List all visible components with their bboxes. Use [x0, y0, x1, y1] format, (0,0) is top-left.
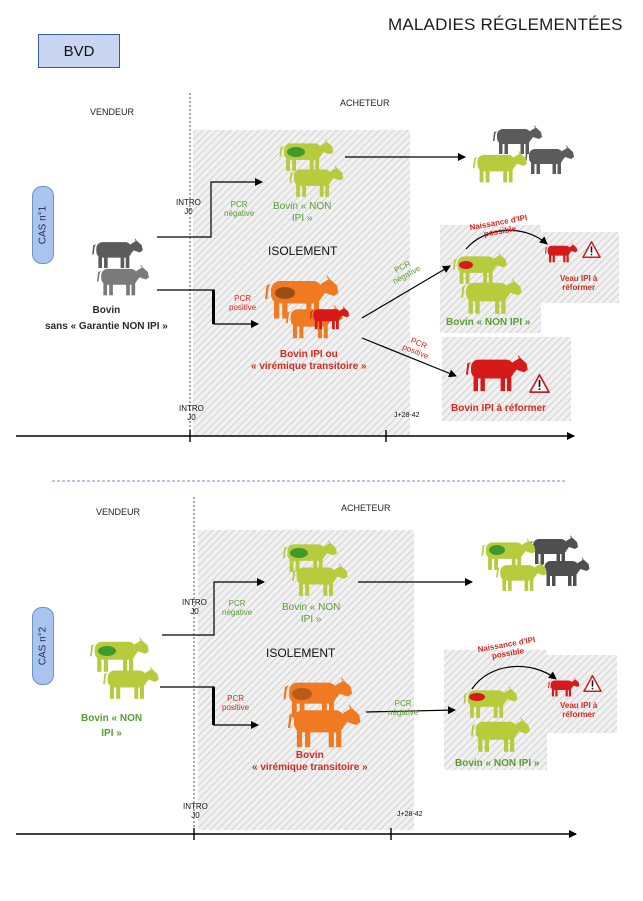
spot-green-top-2: [290, 548, 308, 558]
pcr-positive-label-1: PCR positive: [229, 294, 256, 312]
seller-caption-line2: sans « Garantie NON IPI »: [45, 320, 168, 332]
arrow-diag-neg-1: [361, 265, 451, 319]
non-ipi-caption-top-2: Bovin « NON IPI »: [282, 602, 340, 625]
pcr-negative-right-label-2: PCR négative: [388, 699, 418, 717]
intro-label-line2: J0: [190, 607, 199, 617]
intro-bottom-line1: INTRO: [183, 802, 208, 811]
case-pill-2: CAS n°2: [32, 607, 54, 685]
intro-label-bottom-2: INTRO J0: [183, 802, 208, 820]
pcr-negative-right-line1: PCR: [394, 699, 412, 708]
intro-bottom-line2: J0: [187, 413, 196, 423]
pcr-negative-line1: PCR: [228, 599, 246, 608]
pcr-negative-label-2: PCR négative: [222, 599, 252, 617]
calf-reform-line2: réformer: [562, 710, 596, 720]
non-ipi-caption-line2: IPI »: [291, 212, 313, 224]
non-ipi-caption-line1: Bovin « NON: [282, 602, 341, 613]
pcr-positive-line1: PCR: [227, 694, 244, 703]
intro-label-top-1: INTRO J0: [176, 198, 201, 216]
non-ipi-caption-line1: Bovin « NON: [273, 201, 332, 212]
ipi-reform-caption-1: Bovin IPI à réformer: [451, 403, 547, 414]
seller-caption-line1: Bovin: [92, 305, 121, 316]
arrow-curve-birth-1: [465, 229, 548, 250]
intro-label-line1: INTRO: [176, 198, 201, 207]
viremic-caption-2: Bovin « virémique transitoire »: [252, 750, 368, 773]
arrow-pcr-neg-1: [157, 178, 263, 238]
intro-bottom-line2: J0: [191, 811, 200, 821]
seller-header-1: VENDEUR: [90, 107, 135, 117]
seller-caption-line2: IPI »: [101, 727, 122, 739]
spot-orange-1: [275, 287, 295, 299]
spot-green-seller-2: [98, 646, 116, 656]
cow-grey-seller-front-1: [97, 264, 149, 296]
calf-reform-caption-1: Veau IPI à réformer: [560, 274, 597, 292]
intro-label-line1: INTRO: [182, 598, 207, 607]
pcr-positive-line2: positive: [222, 703, 250, 713]
pcr-negative-right-line2: négative: [388, 708, 419, 718]
calf-reform-caption-2: Veau IPI à réformer: [560, 701, 597, 719]
pcr-negative-line2: négative: [222, 608, 253, 618]
arrow-pcr-neg-right-2: [365, 706, 456, 715]
seller-caption-line1: Bovin « NON: [81, 713, 143, 724]
calf-reform-line2: réformer: [562, 283, 596, 293]
ipi-viremic-line1: Bovin IPI ou: [279, 349, 338, 360]
cow-grey-herd-2b: [540, 557, 590, 586]
spot-green-herd-2: [489, 545, 505, 555]
non-ipi-caption-top-1: Bovin « NON IPI »: [273, 201, 331, 224]
case-label-1: CAS n°1: [37, 205, 49, 245]
disease-label: BVD: [63, 42, 95, 60]
cow-green-herd-2a: [481, 538, 536, 570]
viremic-line2: « virémique transitoire »: [252, 761, 368, 773]
pcr-positive-label-2: PCR positive: [222, 694, 249, 712]
calf-reform-line1: Veau IPI à: [560, 274, 598, 283]
result-zone-1c: [442, 337, 571, 421]
non-ipi-caption-right-2: Bovin « NON IPI »: [455, 758, 540, 769]
cow-grey-herd-1b: [525, 145, 574, 174]
buyer-header-2: ACHETEUR: [341, 503, 391, 513]
arrow-pcr-neg-2: [162, 578, 265, 636]
cow-grey-herd-2a: [529, 535, 578, 564]
spot-green-top-1: [287, 147, 305, 157]
pcr-negative-line1: PCR: [230, 200, 248, 209]
day-mark-1: J+28-42: [394, 412, 420, 419]
calf-reform-line1: Veau IPI à: [560, 701, 598, 710]
intro-label-line2: J0: [184, 207, 193, 217]
pcr-negative-line2: négative: [224, 209, 255, 219]
cow-grey-seller-back-1: [92, 238, 143, 268]
case-pill-1: CAS n°1: [32, 186, 54, 264]
ipi-viremic-caption-1: Bovin IPI ou « virémique transitoire »: [251, 349, 367, 372]
seller-caption-1: Bovin sans « Garantie NON IPI »: [45, 305, 168, 332]
isolation-label-1: ISOLEMENT: [268, 244, 338, 258]
spot-red-right-2: [469, 693, 485, 701]
case-label-2: CAS n°2: [37, 626, 49, 666]
cow-green-herd-2b: [496, 561, 547, 591]
pcr-positive-line2: positive: [229, 303, 257, 313]
non-ipi-caption-right-1: Bovin « NON IPI »: [446, 317, 531, 328]
ipi-viremic-line2: « virémique transitoire »: [251, 360, 367, 372]
seller-caption-2: Bovin « NON IPI »: [81, 713, 142, 739]
spot-orange-2: [292, 688, 312, 700]
intro-label-bottom-1: INTRO J0: [179, 404, 204, 422]
spot-red-right-1: [459, 261, 473, 269]
arrow-diag-pos-1: [361, 337, 457, 378]
page-title: MALADIES RÉGLEMENTÉES: [388, 15, 623, 34]
cow-green-seller-back-2: [90, 637, 149, 672]
non-ipi-caption-line2: IPI »: [300, 613, 322, 625]
intro-bottom-line1: INTRO: [179, 404, 204, 413]
cow-green-seller-front-2: [103, 666, 159, 699]
buyer-header-1: ACHETEUR: [340, 98, 390, 108]
pcr-positive-line1: PCR: [234, 294, 251, 303]
day-mark-2: J+28-42: [397, 811, 423, 818]
pcr-negative-label-1: PCR négative: [224, 200, 254, 218]
viremic-line1: Bovin: [295, 750, 324, 761]
arrow-curve-birth-2: [471, 665, 557, 690]
cow-green-herd-1: [473, 150, 527, 183]
disease-label-box: BVD: [38, 34, 120, 68]
intro-label-top-2: INTRO J0: [182, 598, 207, 616]
isolation-label-2: ISOLEMENT: [266, 646, 336, 660]
seller-header-2: VENDEUR: [96, 507, 141, 517]
